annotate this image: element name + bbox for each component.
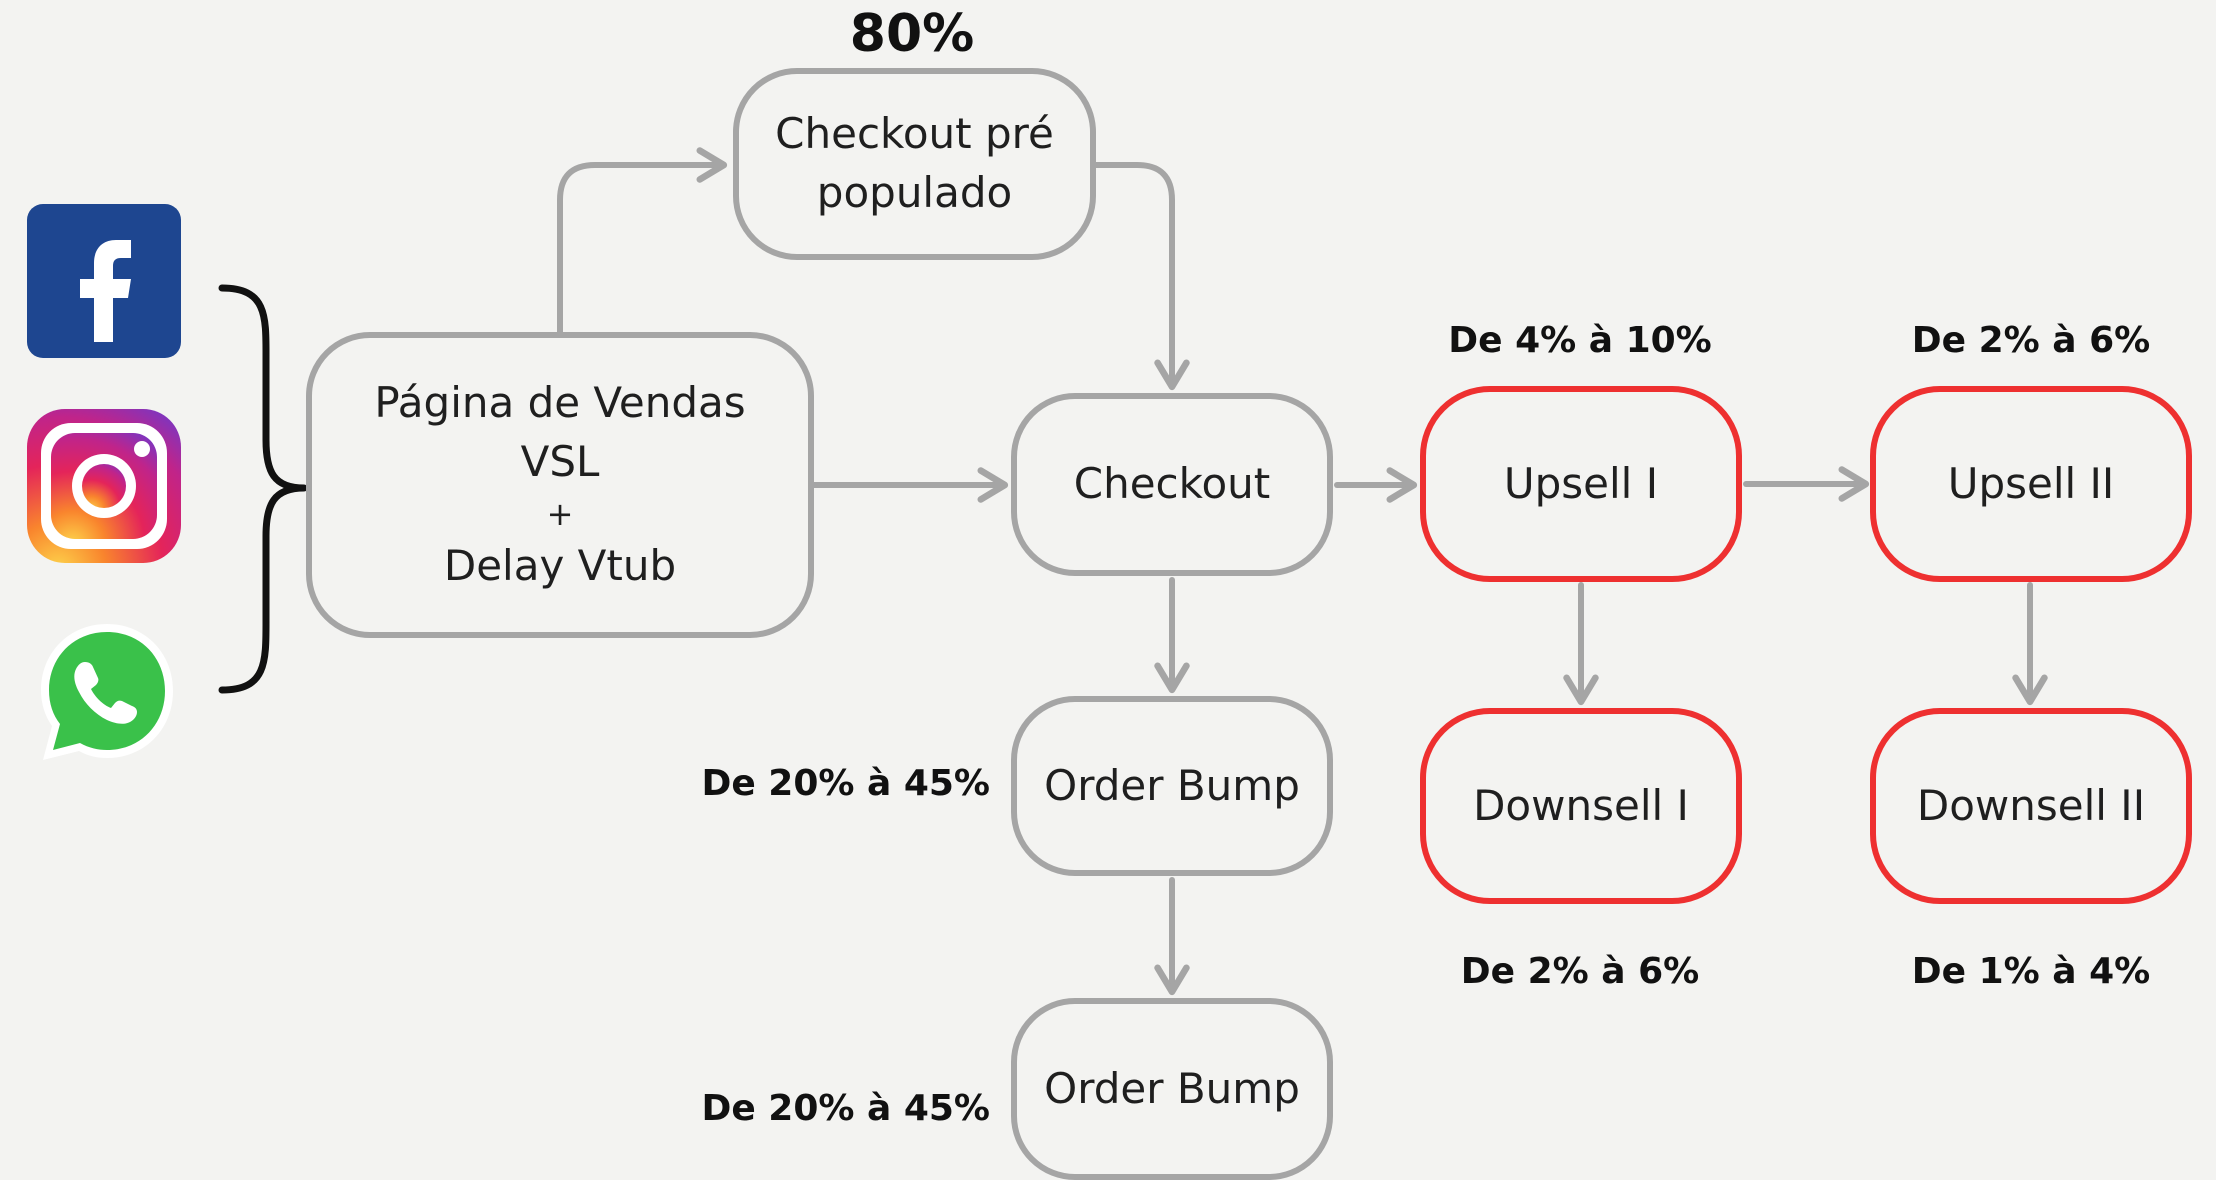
- sales-page-line-3: +: [546, 495, 574, 533]
- prefilled-checkout-node: Checkout pré populado: [733, 68, 1096, 260]
- arrow-sales-to-prefilled: [557, 147, 728, 335]
- prefilled-checkout-rate: 80%: [849, 4, 975, 64]
- checkout-node: Checkout: [1011, 393, 1333, 576]
- downsell-1-rate: De 2% à 6%: [1460, 951, 1700, 992]
- downsell-2-label: Downsell II: [1916, 780, 2146, 830]
- sales-page-line-2: VSL: [520, 437, 600, 487]
- order-bump-2-label: Order Bump: [1044, 1063, 1300, 1113]
- arrow-prefilled-to-checkout: [1093, 162, 1190, 391]
- prefilled-checkout-line-1: Checkout pré: [775, 109, 1054, 159]
- downsell-2-rate: De 1% à 4%: [1911, 951, 2151, 992]
- upsell-2-node: Upsell II: [1870, 386, 2192, 582]
- checkout-label: Checkout: [1073, 459, 1271, 509]
- order-bump-1-label: Order Bump: [1044, 760, 1300, 810]
- sales-page-node: Página de Vendas VSL + Delay Vtub: [306, 332, 814, 638]
- prefilled-checkout-line-2: populado: [816, 168, 1013, 217]
- upsell-1-rate: De 4% à 10%: [1448, 320, 1712, 361]
- order-bump-node-2: Order Bump: [1011, 998, 1333, 1180]
- instagram-icon: [27, 409, 181, 563]
- downsell-1-node: Downsell I: [1420, 708, 1742, 904]
- curly-brace: [218, 284, 308, 694]
- order-bump-node-1: Order Bump: [1011, 696, 1333, 876]
- sales-page-line-4: Delay Vtub: [443, 540, 677, 590]
- downsell-2-node: Downsell II: [1870, 708, 2192, 904]
- downsell-1-label: Downsell I: [1473, 780, 1689, 830]
- upsell-2-rate: De 2% à 6%: [1911, 320, 2151, 361]
- sales-page-line-1: Página de Vendas: [374, 378, 746, 428]
- facebook-icon: [27, 204, 181, 358]
- order-bump-2-rate: De 20% à 45%: [701, 1088, 990, 1129]
- upsell-1-node: Upsell I: [1420, 386, 1742, 582]
- whatsapp-icon: [27, 612, 187, 772]
- order-bump-1-rate: De 20% à 45%: [701, 763, 990, 804]
- upsell-1-label: Upsell I: [1503, 458, 1659, 508]
- upsell-2-label: Upsell II: [1947, 458, 2115, 508]
